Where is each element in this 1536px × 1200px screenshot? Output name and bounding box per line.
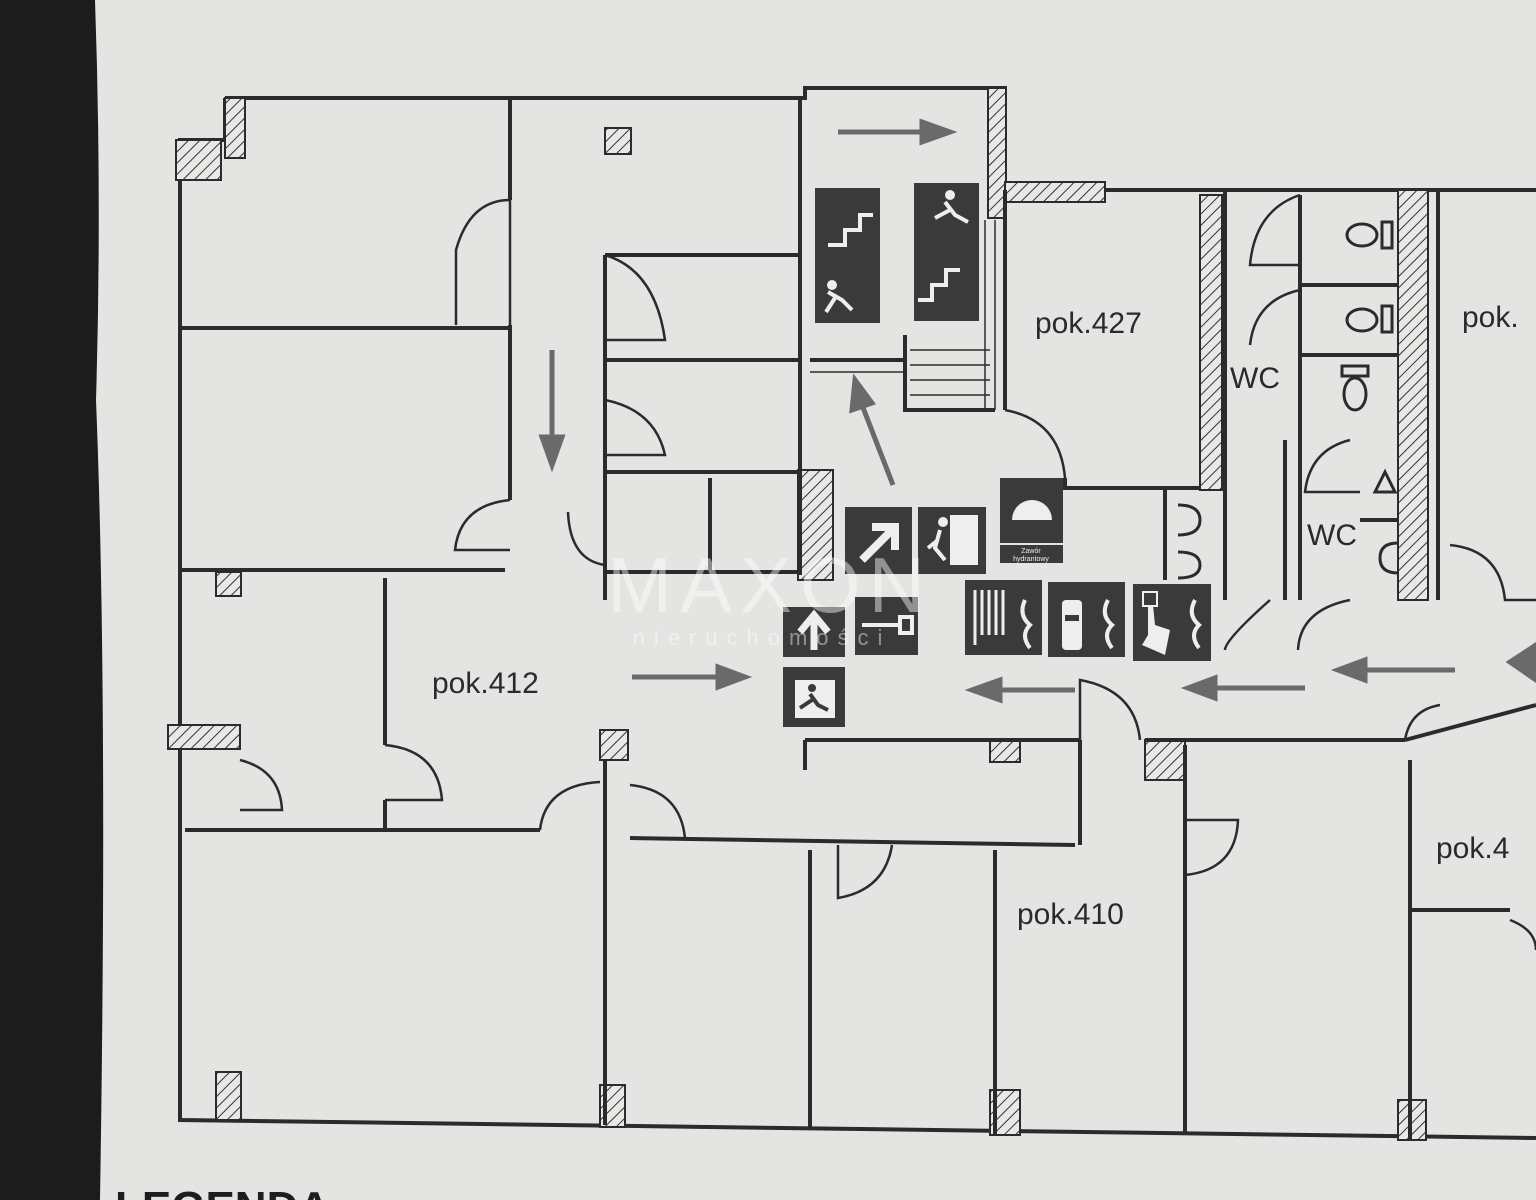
watermark-sub: nieruchomości (633, 625, 892, 650)
room-label-410: pok.410 (1017, 898, 1124, 931)
hydrant-caption-1: Zawór (1021, 548, 1041, 555)
hydrant-caption-2: hydrantowy (1013, 556, 1049, 563)
toilet-icons (1177, 220, 1399, 580)
wc-label: WC (1230, 362, 1280, 395)
legend-heading: LEGENDA (115, 1183, 330, 1200)
walls (167, 86, 1536, 1141)
safety-signs: Zawór hydrantowy (783, 183, 1211, 727)
evacuation-arrows (538, 118, 1536, 704)
fire-alarm-sign (1133, 584, 1211, 661)
room-label-412: pok.412 (432, 667, 539, 700)
watermark-brand: MAXON (607, 541, 933, 629)
room-label-4xx-top: pok. (1462, 301, 1519, 334)
wc-label: WC (1307, 519, 1357, 552)
room-label-4xx-bottom: pok.4 (1436, 832, 1509, 865)
room-label-427: pok.427 (1035, 307, 1142, 340)
fire-extinguisher-sign (1048, 582, 1125, 657)
stairs-up-sign (815, 188, 880, 323)
